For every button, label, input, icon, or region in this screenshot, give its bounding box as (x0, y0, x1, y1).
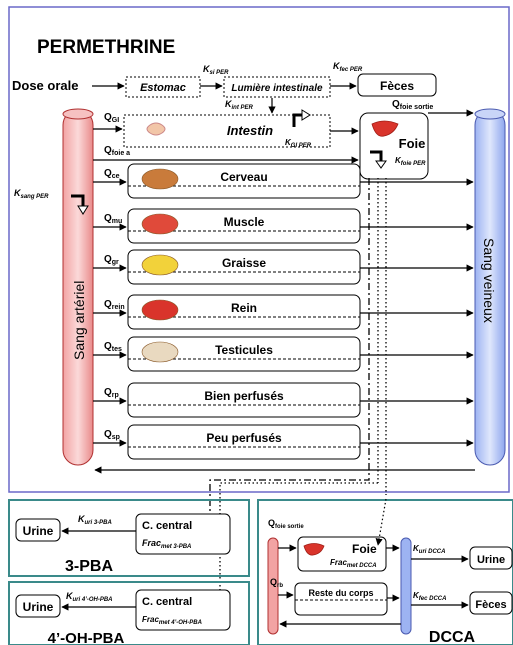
dcca-q-rb: Qrb (270, 577, 283, 589)
ohpba-frame (8, 581, 250, 645)
main-frame (8, 6, 510, 493)
pba-k-uri: Kuri 3-PBA (78, 514, 112, 526)
ohpba-name: 4’-OH-PBA (48, 630, 125, 645)
dcca-urine-label: Urine (477, 554, 505, 566)
q-sp: Qsp (104, 429, 120, 441)
dcca-name: DCCA (429, 629, 476, 645)
dcca-urine-box (469, 546, 513, 570)
dose-orale-label: Dose orale (12, 78, 78, 93)
dcca-liver-icon (303, 543, 325, 556)
pba-frac: Fracmet 3-PBA (142, 538, 191, 550)
ohpba-urine-box (15, 594, 61, 618)
organ-box-gr (127, 249, 361, 285)
pba-name: 3-PBA (65, 558, 113, 575)
organ-label-gr: Graisse (222, 256, 266, 270)
dcca-k-fec: Kfec DCCA (413, 591, 446, 602)
organ-box-sp (127, 424, 361, 460)
pba-urine-label: Urine (23, 524, 54, 538)
dcca-reste-label: Reste du corps (308, 588, 373, 598)
ohpba-central-label: C. central (142, 596, 192, 608)
organ-icon-rein (141, 299, 179, 321)
sang-arteriel-label: Sang artériel (71, 281, 87, 360)
k-int-per: Kint PER (225, 99, 254, 111)
dcca-k-uri: Kuri DCCA (413, 544, 445, 555)
dcca-feces-label: Fèces (475, 599, 506, 611)
organ-label-tes: Testicules (215, 343, 273, 357)
organ-icon-mu (141, 213, 179, 235)
k-gi-per: KGI PER (285, 138, 312, 149)
lumiere-label: Lumière intestinale (231, 83, 323, 94)
feces-label: Fèces (380, 79, 414, 93)
ohpba-k-uri: Kuri 4’-OH-PBA (66, 591, 113, 603)
path-to-3pba (209, 178, 370, 530)
sang-veineux-label: Sang veineux (481, 238, 497, 323)
pba-urine-box (15, 518, 61, 542)
dcca-q-foie: Qfoie sortie (268, 518, 304, 530)
lumiere-box (223, 76, 331, 98)
dcca-foie-label: Foie (352, 542, 377, 556)
ohpba-frac: Fracmet 4’-OH-PBA (142, 615, 202, 626)
pba-central-box (135, 513, 231, 555)
organ-box-rp (127, 382, 361, 418)
q-foie-a: Qfoie a (104, 145, 130, 157)
dcca-arterial (267, 537, 279, 635)
q-gi: QGI (104, 112, 119, 124)
q-rein: Qrein (104, 299, 125, 311)
foie-label: Foie (399, 136, 426, 151)
q-tes: Qtes (104, 341, 122, 353)
k-sang-per: Ksang PER (14, 188, 49, 200)
k-foie-per: Kfoie PER (395, 156, 426, 167)
q-ce: Qce (104, 168, 120, 180)
ohpba-central-box (135, 589, 231, 631)
pba-frame (8, 499, 250, 577)
liver-icon (371, 120, 399, 137)
organ-label-ce: Cerveau (220, 170, 267, 184)
pba-central-label: C. central (142, 520, 192, 532)
dcca-reste-box (294, 582, 388, 616)
q-foie-sortie: Qfoie sortie (392, 99, 433, 111)
organ-box-mu (127, 208, 361, 244)
organ-box-tes (127, 336, 361, 372)
organ-icon-ce (141, 168, 179, 190)
organ-box-rein (127, 294, 361, 330)
k-si-per: Ksi PER (203, 64, 229, 76)
path-to-4ohpba (216, 482, 378, 609)
organ-label-rein: Rein (231, 301, 257, 315)
q-rp: Qrp (104, 387, 119, 399)
q-mu: Qmu (104, 213, 122, 225)
feces-box (357, 73, 437, 97)
organ-label-rp: Bien perfusés (204, 389, 284, 403)
dcca-venous (400, 537, 412, 635)
ohpba-urine-label: Urine (23, 600, 54, 614)
organ-box-ce (127, 163, 361, 199)
q-gr: Qgr (104, 254, 119, 266)
organ-icon-tes (141, 341, 179, 363)
estomac-label: Estomac (140, 82, 186, 94)
intestin-label: Intestin (227, 123, 273, 138)
intestin-icon (146, 122, 166, 136)
organ-label-sp: Peu perfusés (206, 431, 282, 445)
dcca-frame (257, 499, 513, 645)
dcca-feces-box (469, 591, 513, 615)
organ-label-mu: Muscle (224, 215, 265, 229)
title: PERMETHRINE (37, 37, 175, 58)
dcca-frac: Fracmet DCCA (330, 558, 377, 569)
organ-icon-gr (141, 254, 179, 276)
estomac-box (125, 76, 201, 98)
k-fec-per: Kfec PER (333, 61, 363, 73)
